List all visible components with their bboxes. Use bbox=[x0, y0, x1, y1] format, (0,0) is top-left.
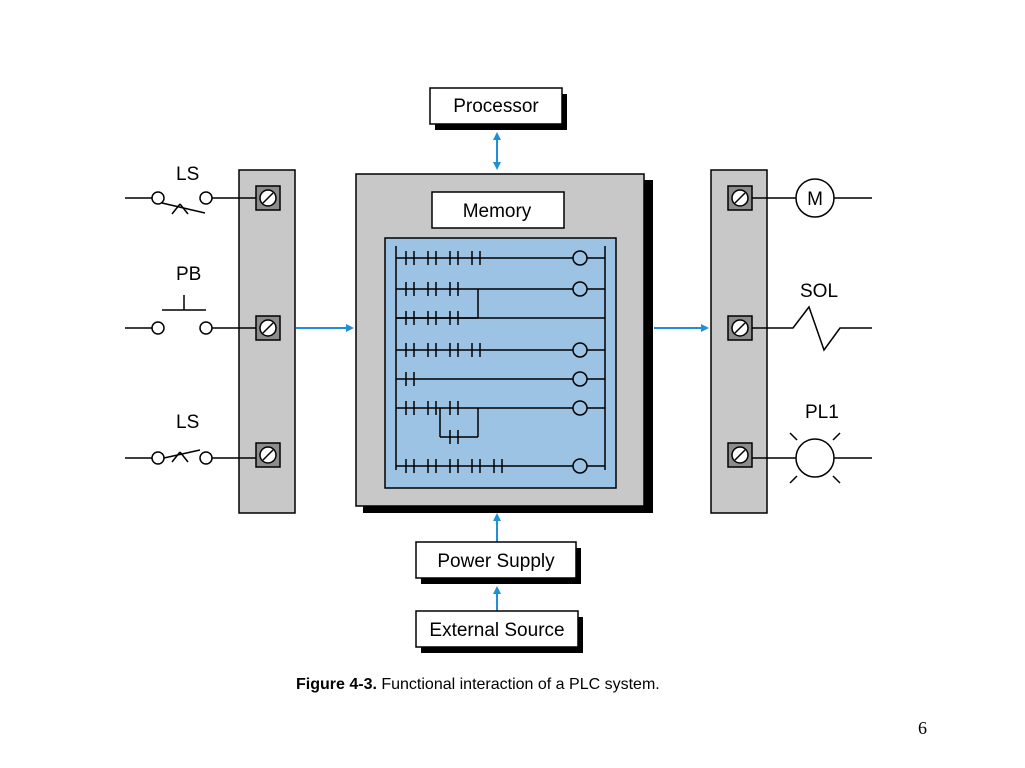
ladder-coil bbox=[572, 342, 588, 358]
limit-switch-1 bbox=[125, 191, 256, 215]
figure-text: Functional interaction of a PLC system. bbox=[381, 676, 660, 693]
output-terminal-1 bbox=[727, 185, 753, 211]
motor bbox=[752, 178, 872, 218]
ladder-coil bbox=[572, 458, 588, 474]
power-supply-label: Power Supply bbox=[437, 551, 555, 572]
memory-box: Memory bbox=[431, 191, 565, 229]
ladder-coil bbox=[572, 400, 588, 416]
memory-label: Memory bbox=[463, 201, 532, 222]
input-label-ls-1: LS bbox=[176, 164, 199, 185]
pilot-light-label: PL1 bbox=[805, 402, 839, 423]
input-label-pb: PB bbox=[176, 264, 201, 285]
solenoid-label: SOL bbox=[800, 281, 838, 302]
figure-number: Figure 4-3. bbox=[296, 676, 377, 693]
ladder-coil bbox=[572, 371, 588, 387]
power-supply-box: Power Supply bbox=[415, 541, 581, 584]
external-source-box: External Source bbox=[415, 610, 583, 653]
motor-label: M bbox=[807, 189, 823, 210]
figure-caption: Figure 4-3. Functional interaction of a … bbox=[296, 676, 816, 694]
limit-switch-2 bbox=[125, 449, 256, 465]
output-terminal-2 bbox=[727, 315, 753, 341]
input-terminal-2 bbox=[255, 315, 281, 341]
page-number: 6 bbox=[918, 718, 927, 738]
pushbutton bbox=[125, 295, 256, 335]
input-label-ls-2: LS bbox=[176, 412, 199, 433]
solenoid bbox=[752, 305, 872, 352]
pilot-light bbox=[752, 432, 872, 484]
processor-box: Processor bbox=[429, 87, 567, 130]
input-terminal-3 bbox=[255, 442, 281, 468]
external-source-label: External Source bbox=[429, 620, 564, 641]
ladder-diagram bbox=[395, 246, 606, 474]
input-terminal-1 bbox=[255, 185, 281, 211]
ladder-coil bbox=[572, 281, 588, 297]
ladder-program-area bbox=[384, 237, 617, 489]
processor-label: Processor bbox=[453, 96, 539, 117]
output-terminal-3 bbox=[727, 442, 753, 468]
ladder-coil bbox=[572, 250, 588, 266]
